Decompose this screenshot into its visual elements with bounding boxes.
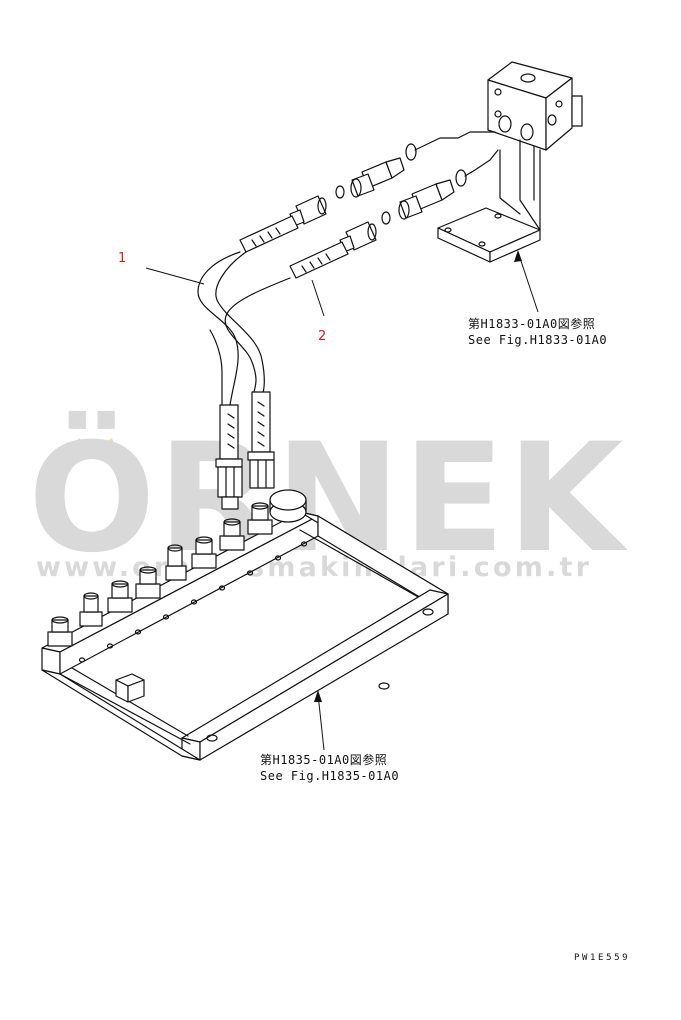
bracket-fittings bbox=[335, 131, 499, 225]
leader-1 bbox=[145, 267, 205, 285]
arrow-upper-ref bbox=[514, 250, 522, 262]
watermark-brand: ÖRNEK bbox=[28, 410, 628, 586]
watermark-accent-right bbox=[94, 438, 116, 450]
drawing-code: PW1E559 bbox=[574, 953, 630, 963]
fitting-d bbox=[135, 566, 161, 599]
fitting-b bbox=[79, 592, 103, 627]
gauge-fittings bbox=[47, 502, 273, 647]
fitting-g bbox=[219, 518, 245, 551]
leader-upper-ref bbox=[517, 251, 539, 313]
callout-2: 2 bbox=[318, 329, 326, 344]
leader-lower-ref bbox=[317, 693, 325, 751]
manifold-frame bbox=[41, 489, 449, 761]
callout-1: 1 bbox=[118, 251, 126, 266]
lower-ref-en: See Fig.H1835-01A0 bbox=[260, 769, 399, 783]
arrow-lower-ref bbox=[314, 690, 322, 702]
mounting-bracket bbox=[437, 61, 583, 263]
hose-2 bbox=[224, 221, 377, 489]
watermark-accent-left bbox=[62, 438, 84, 450]
fitting-a bbox=[47, 616, 73, 647]
fitting-c bbox=[107, 580, 133, 613]
leader-2 bbox=[311, 279, 325, 317]
hose-1 bbox=[197, 195, 327, 510]
fitting-e bbox=[165, 544, 187, 581]
fitting-f bbox=[191, 536, 217, 569]
fitting-h bbox=[247, 502, 273, 535]
watermark: ÖRNEK www.ornekismakinalari.com.tr bbox=[28, 410, 628, 586]
upper-ref-jp: 第H1833-01A0図参照 bbox=[468, 316, 595, 331]
upper-ref-en: See Fig.H1833-01A0 bbox=[468, 333, 607, 347]
leader-lines bbox=[145, 250, 539, 751]
lower-ref-jp: 第H1835-01A0図参照 bbox=[260, 752, 387, 767]
watermark-url: www.ornekismakinalari.com.tr bbox=[36, 552, 592, 583]
